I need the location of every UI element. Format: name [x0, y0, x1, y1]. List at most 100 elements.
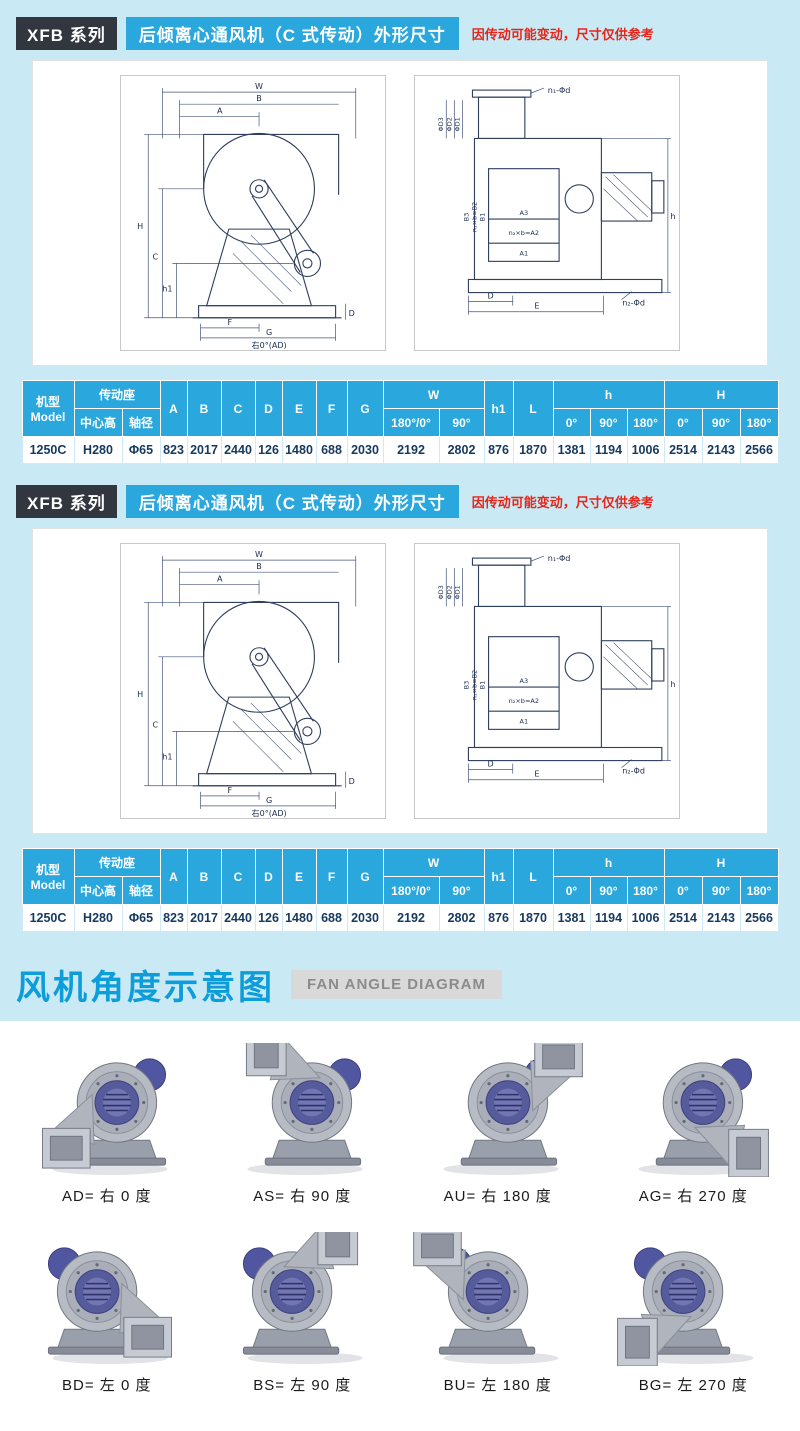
fan-figure-ag: AG= 右 270 度: [599, 1043, 789, 1206]
cell-d: 126: [254, 436, 283, 464]
drawings-panel: [32, 528, 768, 834]
cell-g: 2030: [346, 904, 384, 932]
fan-3d-image: [21, 1043, 168, 1176]
th-model-zh: 机型: [35, 395, 60, 409]
fan-angle-subtitle: FAN ANGLE DIAGRAM: [291, 970, 502, 999]
th-a: A: [159, 380, 188, 437]
cell-hb-180: 2566: [739, 436, 779, 464]
fan-angle-caption: BG= 左 270 度: [638, 1377, 748, 1394]
th-h-small: h: [552, 848, 665, 877]
fan-3d-image: [21, 1232, 193, 1365]
fan-3d-image: [638, 1043, 779, 1177]
front-view-drawing: [120, 543, 386, 819]
series-badge: XFB 系列: [16, 17, 117, 50]
th-h-small: h: [552, 380, 665, 409]
front-view-drawing: [120, 75, 386, 351]
cell-a: 823: [159, 436, 188, 464]
cell-hs-90: 1194: [589, 436, 628, 464]
cell-e: 1480: [281, 904, 317, 932]
th-c: C: [220, 380, 256, 437]
th-drive-seat: 传动座: [73, 380, 161, 409]
th-hs-90: 90°: [589, 408, 628, 437]
th-h-big: H: [663, 380, 779, 409]
cell-hs-180: 1006: [626, 904, 665, 932]
th-center-height: 中心高: [73, 876, 123, 905]
spec-section-1: XFB 系列 后倾离心通风机（C 式传动）外形尺寸 因传动可能变动，尺寸仅供参考…: [0, 0, 800, 464]
fan-figure-ad: AD= 右 0 度: [12, 1043, 202, 1206]
fan-angle-title: 风机角度示意图: [16, 969, 275, 1007]
th-d: D: [254, 380, 283, 437]
cell-h1: 876: [483, 904, 514, 932]
th-shaft-dia: 轴径: [121, 408, 161, 437]
th-c: C: [220, 848, 256, 905]
fan-angle-grid: AD= 右 0 度 AS= 右 90 度 AU= 右 180 度 AG= 右 2…: [0, 1021, 800, 1431]
fan-figure-bd: BD= 左 0 度: [12, 1232, 202, 1395]
fan-angle-caption: BD= 左 0 度: [62, 1377, 152, 1394]
th-model-en: Model: [30, 878, 66, 892]
disclaimer-note: 因传动可能变动，尺寸仅供参考: [471, 27, 654, 42]
cell-hs-0: 1381: [552, 904, 591, 932]
th-hb-0: 0°: [663, 408, 703, 437]
cell-b: 2017: [186, 436, 222, 464]
fan-angle-caption: BS= 左 90 度: [253, 1377, 352, 1394]
fan-figure-bu: BU= 左 180 度: [403, 1232, 593, 1395]
th-shaft-dia: 轴径: [121, 876, 161, 905]
fan-figure-bg: BG= 左 270 度: [599, 1232, 789, 1395]
th-model-zh: 机型: [35, 863, 60, 877]
th-model-en: Model: [30, 410, 66, 424]
th-w: W: [382, 380, 485, 409]
th-a: A: [159, 848, 188, 905]
disclaimer-note: 因传动可能变动，尺寸仅供参考: [471, 495, 654, 510]
th-hs-180: 180°: [626, 876, 665, 905]
cell-hs-180: 1006: [626, 436, 665, 464]
fan-angle-caption: AU= 右 180 度: [443, 1188, 552, 1205]
spec-row: 1250C H280 Φ65 823 2017 2440 126 1480 68…: [21, 904, 779, 932]
fan-3d-image: [443, 1043, 584, 1176]
fan-angle-header: 风机角度示意图 FAN ANGLE DIAGRAM: [0, 936, 800, 1021]
th-f: F: [315, 380, 348, 437]
cell-model: 1250C: [21, 436, 75, 464]
cell-shaft: Φ65: [121, 904, 161, 932]
section-title-badge: 后倾离心通风机（C 式传动）外形尺寸: [125, 485, 459, 518]
cell-center-height: H280: [73, 436, 123, 464]
th-w: W: [382, 848, 485, 877]
side-view-drawing: [414, 75, 680, 351]
th-hb-180: 180°: [739, 408, 779, 437]
th-w-90: 90°: [438, 408, 485, 437]
fan-angle-caption: AD= 右 0 度: [62, 1188, 152, 1205]
th-hb-90: 90°: [701, 408, 741, 437]
section-header: XFB 系列 后倾离心通风机（C 式传动）外形尺寸 因传动可能变动，尺寸仅供参考: [0, 468, 800, 528]
th-h-big: H: [663, 848, 779, 877]
fan-3d-image: [412, 1232, 559, 1365]
cell-shaft: Φ65: [121, 436, 161, 464]
th-l: L: [512, 380, 554, 437]
fan-3d-image: [216, 1232, 363, 1365]
th-d: D: [254, 848, 283, 905]
spec-row: 1250C H280 Φ65 823 2017 2440 126 1480 68…: [21, 436, 779, 464]
cell-w-90: 2802: [438, 904, 485, 932]
cell-g: 2030: [346, 436, 384, 464]
th-g: G: [346, 380, 384, 437]
cell-w-180-0: 2192: [382, 436, 440, 464]
th-hs-0: 0°: [552, 876, 591, 905]
series-badge: XFB 系列: [16, 485, 117, 518]
cell-hb-180: 2566: [739, 904, 779, 932]
section-title-badge: 后倾离心通风机（C 式传动）外形尺寸: [125, 17, 459, 50]
cell-hb-0: 2514: [663, 436, 703, 464]
drawings-panel: [32, 60, 768, 366]
cell-b: 2017: [186, 904, 222, 932]
cell-hb-0: 2514: [663, 904, 703, 932]
th-hb-0: 0°: [663, 876, 703, 905]
th-e: E: [281, 848, 317, 905]
th-g: G: [346, 848, 384, 905]
cell-e: 1480: [281, 436, 317, 464]
th-hb-180: 180°: [739, 876, 779, 905]
th-drive-seat: 传动座: [73, 848, 161, 877]
cell-c: 2440: [220, 436, 256, 464]
th-hb-90: 90°: [701, 876, 741, 905]
th-center-height: 中心高: [73, 408, 123, 437]
fan-angle-caption: BU= 左 180 度: [443, 1377, 552, 1394]
